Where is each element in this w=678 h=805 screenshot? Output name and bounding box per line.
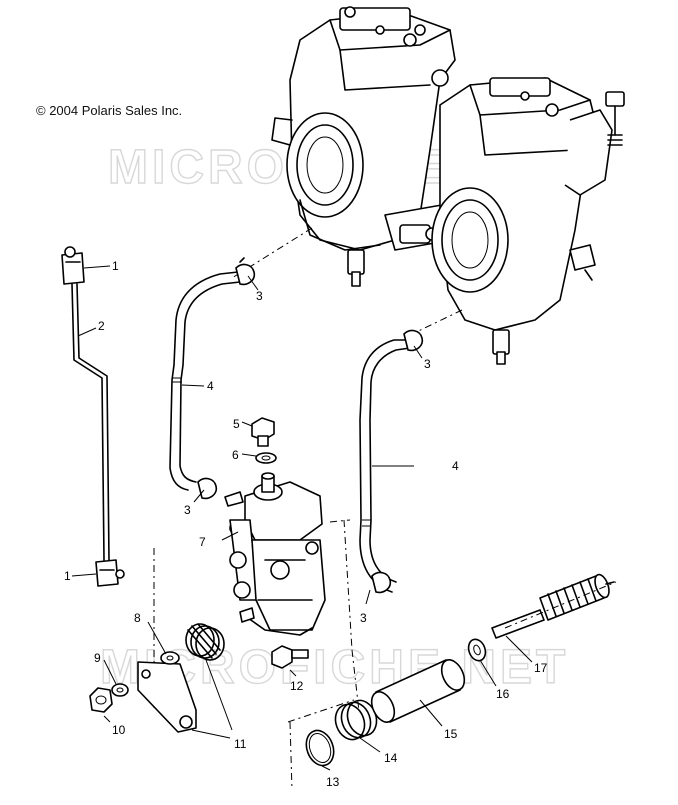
callout-2: 2 xyxy=(98,319,105,333)
callout-17: 17 xyxy=(534,661,548,675)
callout-labels: 1 1 2 3 3 3 3 4 4 5 6 7 8 9 10 11 12 13 … xyxy=(64,259,548,789)
callout-7: 7 xyxy=(199,535,206,549)
callout-4-left: 4 xyxy=(207,379,214,393)
lower-right-parts xyxy=(287,573,617,791)
fuel-pump-assembly xyxy=(153,417,353,712)
carburetor-assembly xyxy=(231,6,625,365)
part-1-2-rod-assembly xyxy=(61,246,125,587)
hose-right xyxy=(359,329,424,594)
copyright-notice: © 2004 Polaris Sales Inc. xyxy=(36,103,183,118)
callout-16: 16 xyxy=(496,687,510,701)
spring-14 xyxy=(334,699,378,741)
callout-4-right: 4 xyxy=(452,459,459,473)
hose-left xyxy=(169,257,256,500)
lower-left-parts xyxy=(89,623,309,733)
callout-5: 5 xyxy=(233,417,240,431)
callout-8: 8 xyxy=(134,611,141,625)
callout-3-upper-left: 3 xyxy=(256,289,263,303)
callout-15: 15 xyxy=(444,727,458,741)
callout-9: 9 xyxy=(94,651,101,665)
callout-12: 12 xyxy=(290,679,304,693)
callout-13: 13 xyxy=(326,775,340,789)
callout-3-lower-left: 3 xyxy=(184,503,191,517)
callout-10: 10 xyxy=(112,723,126,737)
callout-6: 6 xyxy=(232,448,239,462)
callout-1-bottom: 1 xyxy=(64,569,71,583)
callout-11: 11 xyxy=(234,737,247,751)
leader-lines xyxy=(71,265,533,771)
callout-3-lower-right: 3 xyxy=(360,611,367,625)
callout-3-upper-right: 3 xyxy=(424,357,431,371)
callout-1-top: 1 xyxy=(112,259,119,273)
callout-14: 14 xyxy=(384,751,398,765)
spring-11 xyxy=(185,623,225,661)
